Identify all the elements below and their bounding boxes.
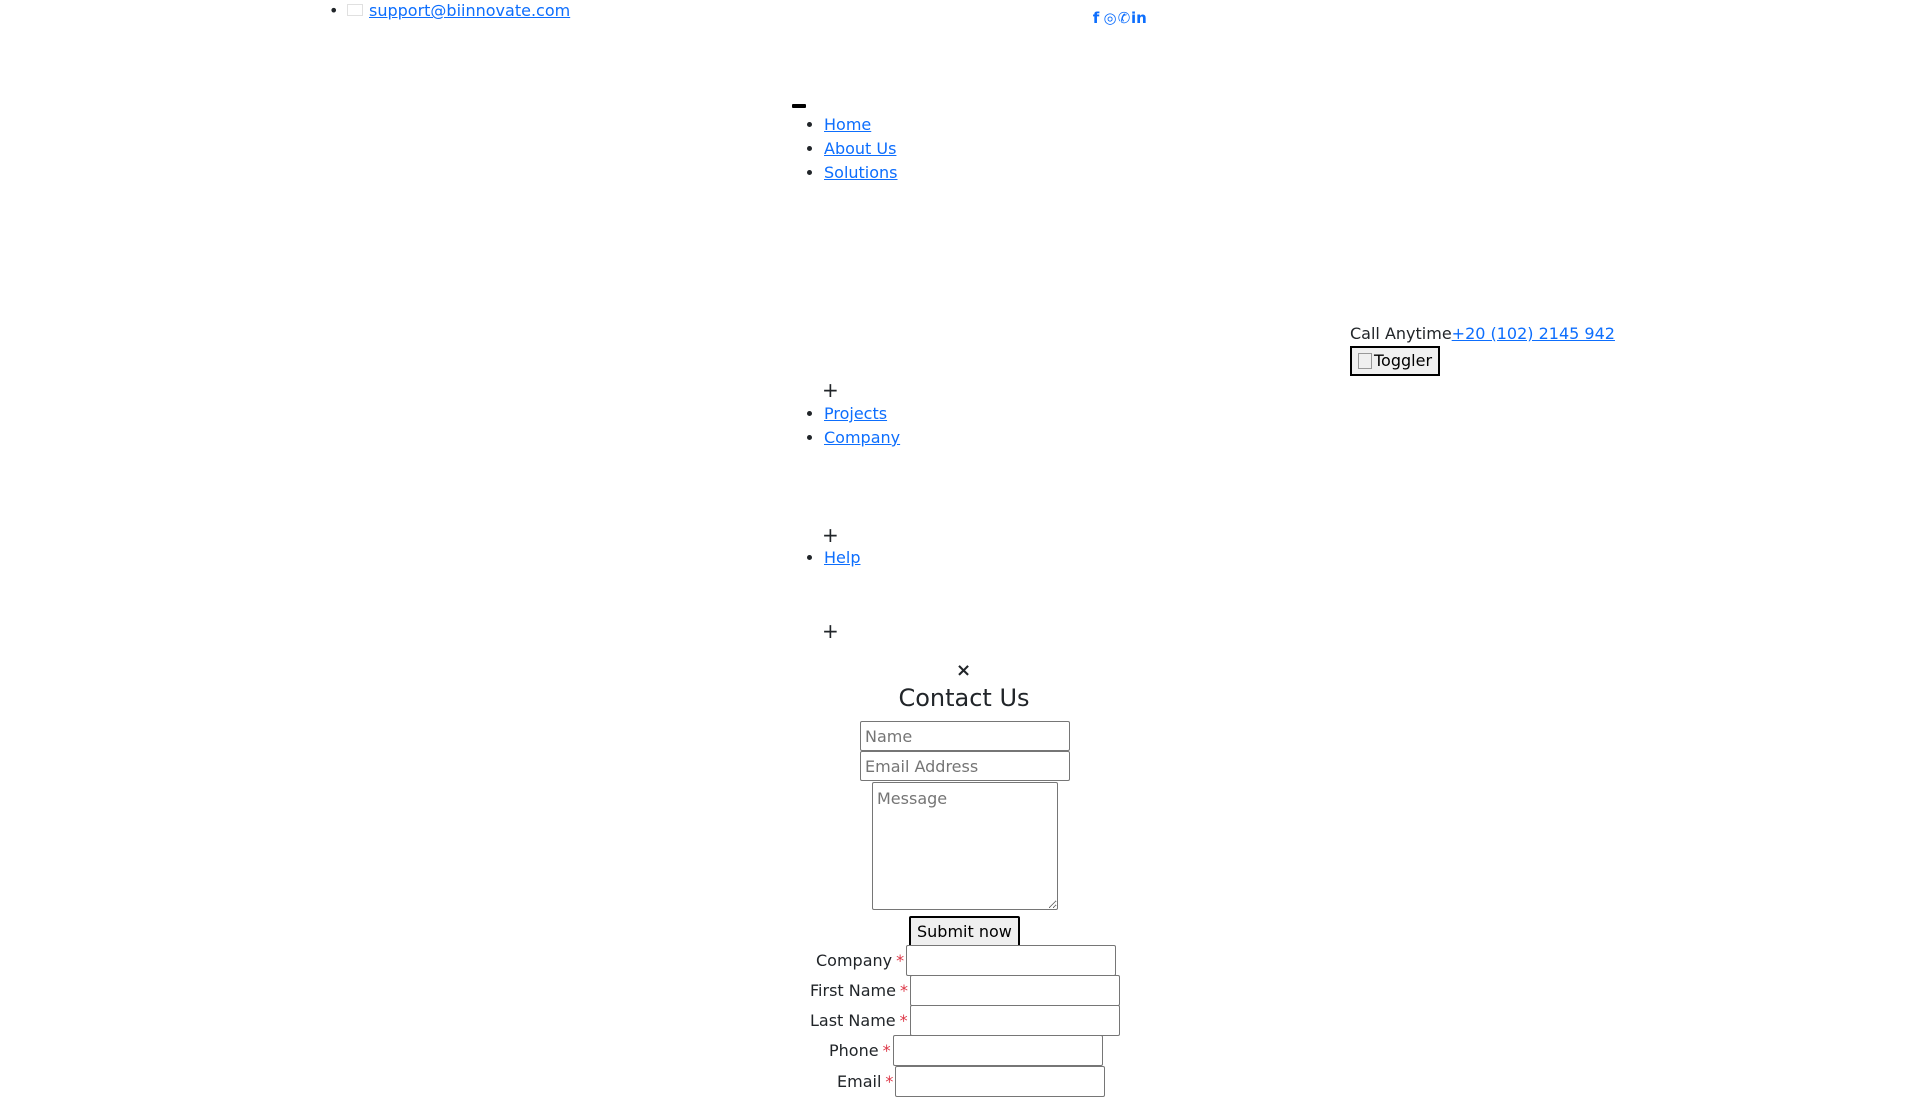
email-label: Email* <box>837 1071 894 1091</box>
nav-item-help: Help <box>824 546 860 570</box>
last-name-label: Last Name* <box>810 1010 908 1030</box>
nav-item-home: Home <box>824 113 898 137</box>
main-nav-continued: Projects Company <box>792 402 900 450</box>
expand-company-icon[interactable]: + <box>822 523 839 547</box>
company-row: Company* <box>816 945 1117 976</box>
first-name-input[interactable] <box>909 975 1120 1006</box>
expand-help-icon[interactable]: + <box>822 619 839 643</box>
required-mark: * <box>899 1010 908 1030</box>
expand-solutions-icon[interactable]: + <box>822 378 839 402</box>
support-email-link[interactable]: support@biinnovate.com <box>369 1 571 20</box>
nav-item-about: About Us <box>824 137 898 161</box>
phone-label: Phone* <box>829 1040 891 1060</box>
nav-link-help[interactable]: Help <box>824 548 861 567</box>
nav-link-solutions[interactable]: Solutions <box>824 163 898 182</box>
topbar-email-item: support@biinnovate.com <box>329 0 571 22</box>
message-textarea[interactable] <box>872 782 1058 910</box>
main-nav-help: Help <box>792 546 860 570</box>
nav-link-about[interactable]: About Us <box>824 139 897 158</box>
required-mark: * <box>885 1071 894 1091</box>
call-anytime: Call Anytime+20 (102) 2145 942 <box>1350 323 1615 345</box>
name-input[interactable] <box>860 721 1070 751</box>
required-mark: * <box>882 1040 891 1060</box>
mail-icon <box>347 3 363 16</box>
email-input[interactable] <box>895 1066 1106 1097</box>
call-label: Call Anytime <box>1350 324 1452 343</box>
nav-link-projects[interactable]: Projects <box>824 404 888 423</box>
submit-button[interactable]: Submit now <box>909 916 1020 947</box>
company-label: Company* <box>816 950 905 970</box>
instagram-icon[interactable]: ◎ <box>1103 9 1117 27</box>
required-mark: * <box>896 950 905 970</box>
email-row: Email* <box>837 1066 1106 1097</box>
company-input[interactable] <box>906 945 1117 976</box>
facebook-icon[interactable]: f <box>1092 9 1100 27</box>
required-mark: * <box>899 980 908 1000</box>
nav-link-company[interactable]: Company <box>824 428 901 447</box>
topbar-contact-list: support@biinnovate.com <box>329 0 571 22</box>
main-nav: Home About Us Solutions <box>792 113 898 185</box>
phone-link[interactable]: +20 (102) 2145 942 <box>1451 324 1615 343</box>
close-icon[interactable]: × <box>956 660 972 681</box>
contact-title: Contact Us <box>898 684 1030 712</box>
phone-input[interactable] <box>892 1035 1103 1066</box>
mobile-menu-toggle[interactable] <box>792 104 806 108</box>
last-name-input[interactable] <box>909 1005 1120 1036</box>
nav-item-company: Company <box>824 426 900 450</box>
broken-image-icon <box>1358 353 1372 369</box>
email-address-input[interactable] <box>860 751 1070 781</box>
nav-item-projects: Projects <box>824 402 900 426</box>
social-links: f ◎ ✆ in <box>1089 9 1147 27</box>
nav-item-solutions: Solutions <box>824 161 898 185</box>
first-name-label: First Name* <box>810 980 908 1000</box>
whatsapp-icon[interactable]: ✆ <box>1117 9 1131 27</box>
first-name-row: First Name* <box>810 975 1120 1006</box>
linkedin-icon[interactable]: in <box>1131 9 1147 27</box>
toggler-alt-text: Toggler <box>1374 351 1433 370</box>
nav-link-home[interactable]: Home <box>824 115 872 134</box>
sidebar-toggler-button[interactable]: Toggler <box>1350 346 1441 376</box>
phone-row: Phone* <box>829 1035 1103 1066</box>
last-name-row: Last Name* <box>810 1005 1120 1036</box>
